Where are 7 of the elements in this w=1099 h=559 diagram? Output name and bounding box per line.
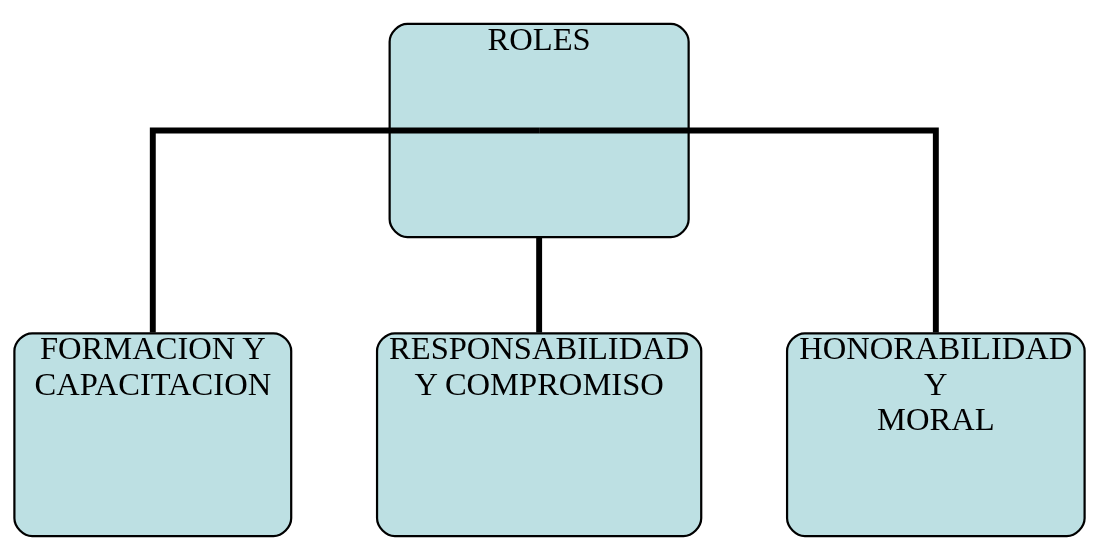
node-box: FORMACION Y CAPACITACION	[13, 331, 293, 537]
node-box: ROLES	[388, 22, 690, 238]
node-box: HONORABILIDAD Y MORAL	[785, 331, 1086, 537]
node-box: RESPONSABILIDAD Y COMPROMISO	[375, 331, 703, 537]
connector	[536, 236, 543, 333]
connector	[539, 127, 939, 333]
connector	[149, 127, 540, 333]
